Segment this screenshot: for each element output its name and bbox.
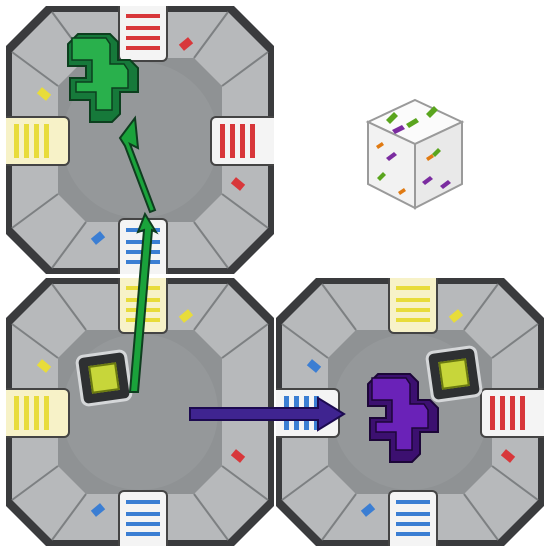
door-bottom-blue[interactable] <box>118 490 168 546</box>
door-top-yellow[interactable] <box>118 278 168 334</box>
door-left-blue[interactable] <box>276 388 340 438</box>
footprints-die-icon[interactable] <box>362 96 468 212</box>
door-bottom-blue[interactable] <box>118 218 168 274</box>
room-bottom-left[interactable] <box>6 278 274 546</box>
door-top-yellow[interactable] <box>388 278 438 334</box>
door-bottom-blue[interactable] <box>388 490 438 546</box>
screen-terminal-icon[interactable] <box>75 349 134 408</box>
door-right-red[interactable] <box>480 388 544 438</box>
green-meeple[interactable] <box>60 30 142 126</box>
door-left-yellow[interactable] <box>6 388 70 438</box>
door-right-red[interactable] <box>210 116 274 166</box>
purple-meeple[interactable] <box>360 370 442 466</box>
